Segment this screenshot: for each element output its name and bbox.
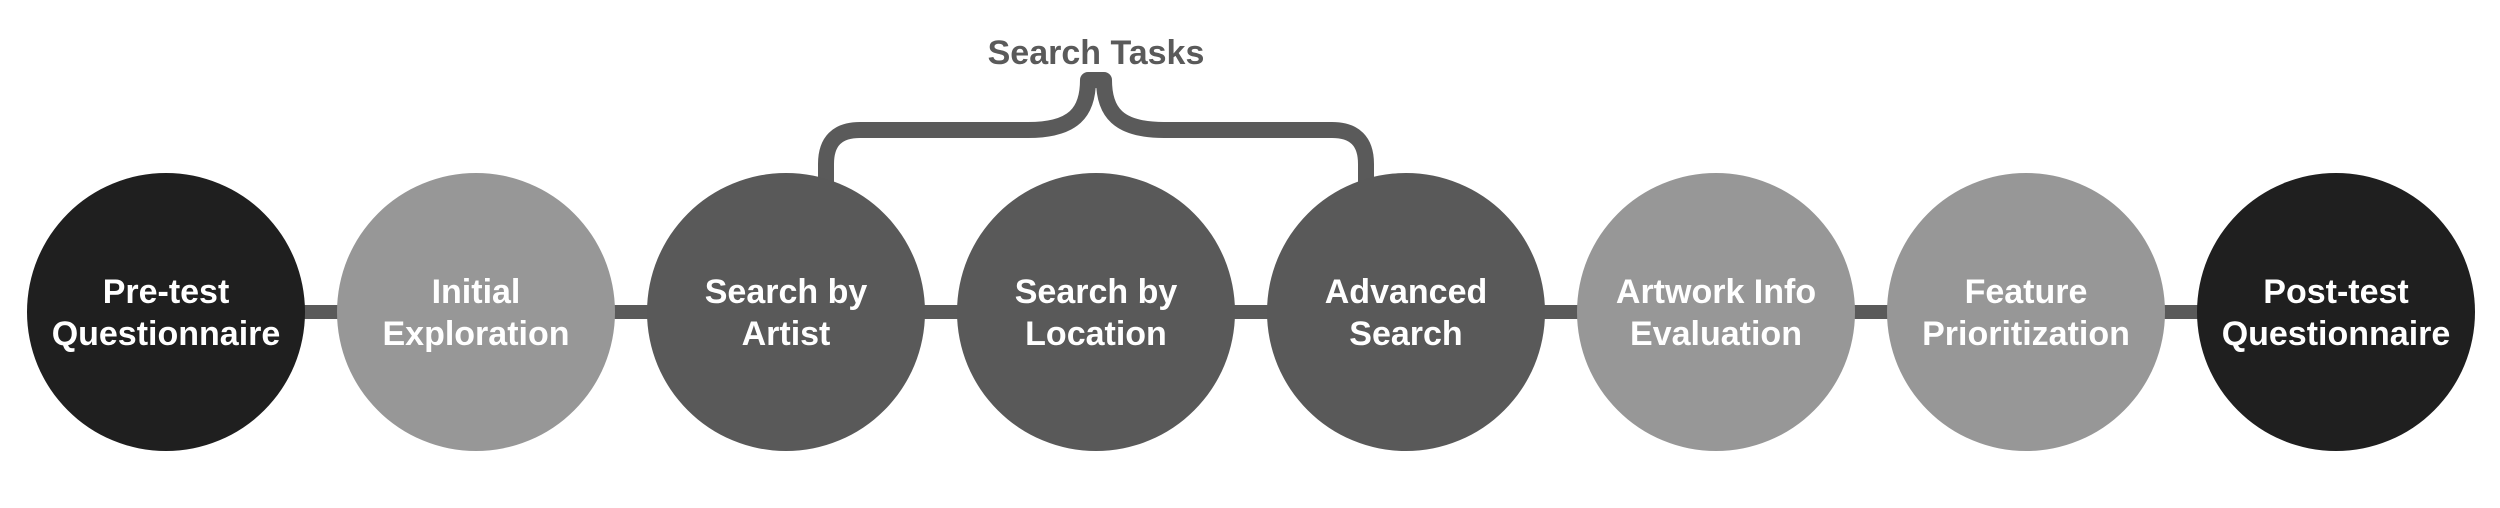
step-label: Prioritization (1922, 315, 2130, 353)
step-circle (1267, 173, 1545, 451)
step-label: Search (1349, 315, 1462, 353)
step-label: Location (1025, 315, 1167, 353)
step-circle (1887, 173, 2165, 451)
step-label: Questionnaire (52, 315, 281, 353)
search-tasks-group: Search Tasks (818, 34, 1374, 190)
step-circle (647, 173, 925, 451)
step-label: Evaluation (1630, 315, 1802, 353)
step-label: Exploration (382, 315, 569, 353)
step-label: Advanced (1325, 273, 1488, 311)
step-circle (337, 173, 615, 451)
step-label: Pre-test (103, 273, 230, 311)
step-label: Questionnaire (2222, 315, 2451, 353)
step-label: Search by (1015, 273, 1178, 311)
step-label: Post-test (2263, 273, 2408, 311)
group-bracket (818, 72, 1374, 190)
step-label: Feature (1965, 273, 2088, 311)
step-circle (2197, 173, 2475, 451)
group-title: Search Tasks (988, 34, 1205, 72)
step-node: Search by Location (957, 173, 1235, 451)
step-nodes: Pre-testQuestionnaireInitialExplorationS… (27, 173, 2475, 451)
step-label: Search by (705, 273, 868, 311)
step-label: Artwork Info (1616, 273, 1816, 311)
step-circle (957, 173, 1235, 451)
step-circle (27, 173, 305, 451)
step-label: Artist (742, 315, 831, 353)
step-node: Search by Artist (647, 173, 925, 451)
step-label: Initial (432, 273, 521, 311)
step-circle (1577, 173, 1855, 451)
